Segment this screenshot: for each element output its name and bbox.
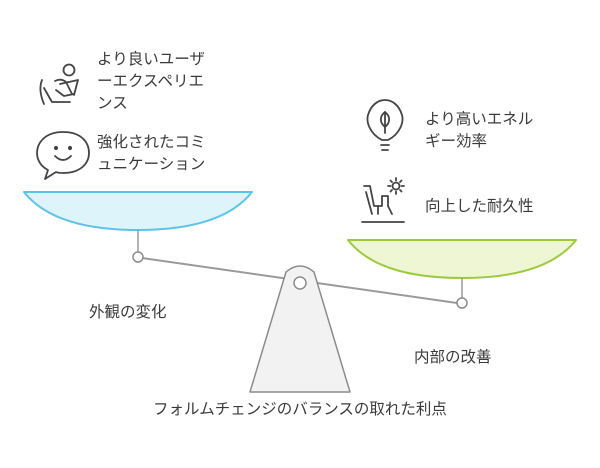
right-item-1-text: より高いエネル ギー効率 bbox=[425, 108, 533, 152]
left-item-1-text: より良いユーザ ーエクスペリエ ンス bbox=[97, 48, 205, 114]
right-side-label: 内部の改善 bbox=[414, 348, 492, 366]
left-item-1-line-1: より良いユーザ bbox=[97, 50, 205, 68]
person-with-laptop-icon bbox=[39, 63, 79, 105]
left-item-1-line-3: ンス bbox=[97, 94, 128, 112]
left-joint bbox=[132, 251, 144, 263]
diagram-caption: フォルムチェンジのバランスの取れた利点 bbox=[153, 400, 447, 418]
smiling-speech-bubble-icon bbox=[36, 131, 90, 180]
left-item-1-line-2: ーエクスペリエ bbox=[97, 72, 204, 90]
right-joint bbox=[456, 297, 468, 309]
left-item-2-line-2: ュニケーション bbox=[97, 155, 206, 173]
right-pan bbox=[347, 239, 577, 279]
armchair-sun-icon bbox=[361, 177, 405, 223]
left-side-label: 外観の変化 bbox=[89, 303, 167, 321]
left-item-2-text: 強化されたコミ ュニケーション bbox=[97, 131, 206, 175]
right-item-1-line-2: ギー効率 bbox=[425, 132, 488, 150]
fulcrum-pivot bbox=[293, 276, 307, 290]
leaf-lightbulb-icon bbox=[366, 99, 404, 151]
fulcrum bbox=[249, 265, 351, 393]
left-pan bbox=[23, 191, 253, 231]
left-item-2-line-1: 強化されたコミ bbox=[97, 133, 206, 151]
right-item-1-line-1: より高いエネル bbox=[425, 110, 534, 128]
right-item-2-line-1: 向上した耐久性 bbox=[425, 197, 534, 215]
right-item-2-text: 向上した耐久性 bbox=[425, 195, 534, 217]
